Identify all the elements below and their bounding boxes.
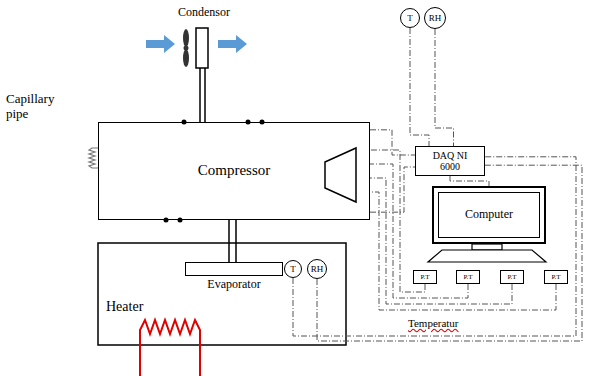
signal-label: Temperatur xyxy=(408,317,459,330)
signal-wire xyxy=(370,130,415,155)
refrigerant-pipe xyxy=(235,220,237,262)
sensor-circle: RH xyxy=(307,259,327,279)
refrigerant-pipe xyxy=(204,68,206,122)
monitor-neck xyxy=(472,244,502,250)
test-chamber xyxy=(98,243,346,345)
condenser-fan xyxy=(183,29,189,67)
signal-wire xyxy=(450,176,489,186)
compressor-symbol xyxy=(325,148,356,202)
node-text: T xyxy=(290,264,296,274)
node-text: Compressor xyxy=(198,162,271,179)
keyboard-base xyxy=(428,250,546,262)
compressor-loop-box: Compressor xyxy=(98,122,370,220)
node-text: Evaporator xyxy=(207,278,260,292)
air-flow-arrow xyxy=(146,35,175,53)
node-text: T xyxy=(407,13,413,23)
pressure-transducer: P.T xyxy=(500,270,524,284)
capillary-coil xyxy=(89,148,98,168)
node-text: RH xyxy=(311,264,324,274)
part-label: Condensor xyxy=(178,6,230,20)
signal-wire xyxy=(435,29,454,146)
node-text: P.T xyxy=(420,273,429,281)
sensor-circle: RH xyxy=(424,7,446,29)
sensor-circle: T xyxy=(284,260,302,278)
refrigerant-pipe xyxy=(199,68,201,122)
node-text: P.T xyxy=(507,273,516,281)
pressure-transducer: P.T xyxy=(544,270,568,284)
evaporator-box: Evaporator xyxy=(185,262,283,292)
signal-wire xyxy=(317,165,582,341)
part-label: Capillary pipe xyxy=(6,92,70,122)
air-flow-arrow xyxy=(218,35,247,53)
node-text: DAQ NI 6000 xyxy=(428,150,472,173)
pressure-transducer: P.T xyxy=(456,270,480,284)
heater-element xyxy=(140,320,200,376)
node-text: Computer xyxy=(465,208,513,222)
pressure-transducer: P.T xyxy=(413,270,437,284)
computer-monitor: Computer xyxy=(432,186,546,244)
signal-wire xyxy=(293,157,576,336)
node-text: P.T xyxy=(551,273,560,281)
sensor-circle: T xyxy=(400,8,420,28)
refrigerant-pipe xyxy=(228,220,230,262)
evaporator-coil xyxy=(185,262,283,276)
daq-box: DAQ NI 6000 xyxy=(415,146,485,176)
part-label: Heater xyxy=(106,299,143,315)
monitor-screen: Computer xyxy=(438,192,540,238)
condenser-coil xyxy=(196,28,208,68)
node-text: RH xyxy=(429,13,442,23)
signal-wire xyxy=(410,28,429,146)
node-text: P.T xyxy=(463,273,472,281)
